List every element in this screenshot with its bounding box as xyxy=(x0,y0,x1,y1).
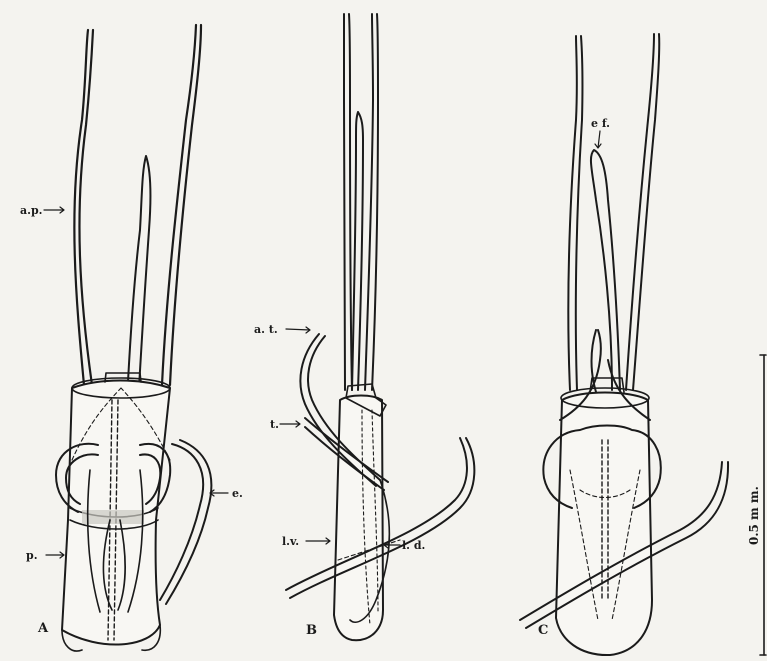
figure-b-label-at: a. t. xyxy=(254,323,278,336)
figure-a-arrow-ap xyxy=(44,207,64,213)
figure-a-ring-stipple xyxy=(82,510,144,524)
figure-c-center-rod xyxy=(591,150,620,390)
figure-b-rod-1 xyxy=(344,14,352,390)
scale-bar-label: 0.5 m m. xyxy=(747,486,761,545)
figure-a: a.p. e. p. A xyxy=(20,25,243,651)
figure-b-letter: B xyxy=(306,623,317,638)
figure-b-rod-3 xyxy=(352,112,363,390)
figure-b-rod-2 xyxy=(365,14,378,390)
figure-b-label-t: t. xyxy=(270,418,279,431)
scale-bar: 0.5 m m. xyxy=(747,355,766,655)
figure-b-label-ld: l. d. xyxy=(402,539,425,552)
figure-a-arrow-e xyxy=(210,490,228,496)
figure-a-label-ap: a.p. xyxy=(20,204,42,217)
figure-a-right-rod xyxy=(162,25,201,385)
figure-a-label-p: p. xyxy=(26,549,38,562)
figure-c-letter: C xyxy=(538,623,548,638)
figure-b-label-lv: l.v. xyxy=(282,535,299,548)
figure-a-left-rod xyxy=(74,30,93,385)
figure-c: e f. C xyxy=(520,34,728,655)
figure-a-label-e: e. xyxy=(232,487,243,500)
figure-a-letter: A xyxy=(37,621,49,636)
figure-b-arrow-t xyxy=(280,421,300,427)
figure-a-external-hook xyxy=(160,440,211,604)
figure-c-right-rod xyxy=(626,34,659,390)
figure-a-arrow-p xyxy=(46,552,64,558)
figure-c-left-rod xyxy=(568,36,582,390)
figure-b-arrow-lv xyxy=(306,538,330,544)
figure-b-arrow-at xyxy=(286,327,310,333)
figure-c-arrow-ef xyxy=(595,131,601,148)
figure-b: a. t. t. l.v. l. d. B xyxy=(254,14,474,640)
figure-c-label-ef: e f. xyxy=(591,117,610,130)
